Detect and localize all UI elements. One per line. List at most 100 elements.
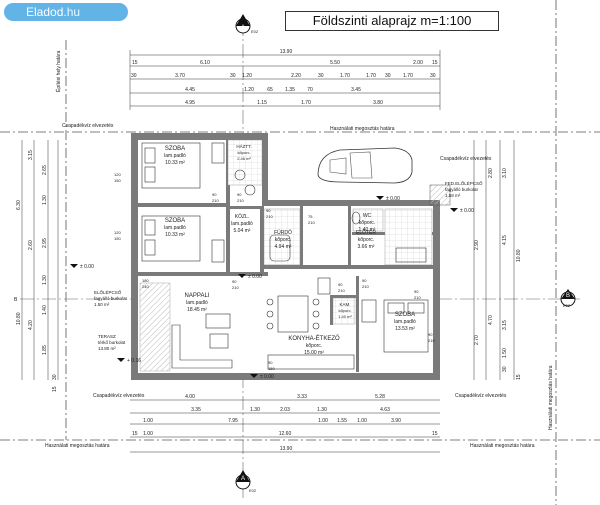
dim-top-r2-10: 30 <box>430 73 436 79</box>
room-7-name: NAPPALI <box>185 293 210 299</box>
room-1-name: SZOBA <box>165 218 185 224</box>
drain-bl: Csapadékvíz elvezetés <box>93 393 145 399</box>
dim-bottom-r2-2: 2.03 <box>280 407 290 413</box>
dim-left-7: 2.95 <box>42 238 48 248</box>
level-b: ± 0.00 <box>80 264 94 270</box>
dim-left-0: 6.30 <box>16 200 22 210</box>
room-labels: SZOBA lam.padló 10.33 m² SZOBA lam.padló… <box>164 143 416 356</box>
dim-top-r2-8: 30 <box>385 73 391 79</box>
dim-right-2: 2.90 <box>474 240 480 250</box>
dim-bottom-r1-2: 5.28 <box>375 394 385 400</box>
dim-right-3: 4.70 <box>488 315 494 325</box>
dim-bottom-r1-0: 4.00 <box>185 394 195 400</box>
dim-top-r3-1: 1.20 <box>244 87 254 93</box>
opening-8: 90 <box>266 208 271 213</box>
dim-left-2: 3.15 <box>28 150 34 160</box>
drain-tl: Csapadékvíz elvezetés <box>62 123 114 129</box>
room-3-name: KÖZL. <box>235 213 249 220</box>
dim-bottom-r3-3: 1.55 <box>337 418 347 424</box>
section-b-right-sub: E02 <box>563 303 571 308</box>
opening-labels: 120 150 120 150 90 210 90 210 90 210 75 … <box>114 172 435 371</box>
section-b-right-letter: B <box>566 293 570 299</box>
fed-title: FED.ELŐLÉPCSŐ <box>445 180 483 186</box>
dim-bottom-r2-4: 4.63 <box>380 407 390 413</box>
dim-left-12: 15 <box>52 386 58 392</box>
top-boundary-label: Használati megosztás határa <box>330 126 395 132</box>
ter-title: TERASZ <box>98 334 116 339</box>
room-4-area: 4.94 m² <box>275 244 292 250</box>
room-10-name: KONYHA-ÉTKEZŐ <box>288 335 340 342</box>
opening-18: 90 <box>362 278 367 283</box>
top-dimension-labels: 13.90 15 6.10 5.50 2.00 15 30 3.70 30 1.… <box>131 49 438 106</box>
opening-10: 75 <box>308 214 313 219</box>
section-marker-b-right: B E02 <box>560 289 576 308</box>
dim-top-r2-1: 3.70 <box>175 73 185 79</box>
opening-24: 90 <box>428 332 433 337</box>
room-3-area: 5.04 m² <box>234 228 251 234</box>
dim-left-1: 10.80 <box>16 312 22 325</box>
opening-23: 150 <box>268 366 275 371</box>
dim-top-r3-5: 3.45 <box>351 87 361 93</box>
dim-bottom-r4-2: 12.60 <box>279 431 292 437</box>
dim-top-r2-6: 1.70 <box>340 73 350 79</box>
level-c: ± 0.00 <box>248 274 262 280</box>
room-2-area: 2.46 m² <box>237 156 251 161</box>
eladod-logo-badge[interactable]: Eladod.hu <box>4 3 128 21</box>
room-8-floor: kőporc. <box>338 308 351 313</box>
section-a-top-sub: E02 <box>251 29 259 34</box>
dim-bottom-overall: 13.90 <box>280 446 293 452</box>
bottom-boundary-right-label: Használati megosztás határa <box>470 443 535 449</box>
section-a-bottom-letter: A <box>241 476 245 482</box>
opening-5: 210 <box>212 198 219 203</box>
fed-area: 1.58 m² <box>445 193 461 198</box>
dim-top-r4-2: 1.70 <box>301 100 311 106</box>
dim-bottom-r3-0: 1.00 <box>143 418 153 424</box>
room-8-name: KAM. <box>339 302 350 307</box>
section-marker-a-bottom: A E02 <box>235 470 257 493</box>
opening-22: 90 <box>268 360 273 365</box>
room-5-area: 1.40 m² <box>359 227 376 233</box>
dim-top-overall: 13.90 <box>280 49 293 55</box>
dim-left-10: 1.85 <box>42 345 48 355</box>
dim-top-r2-4: 2.20 <box>291 73 301 79</box>
opening-7: 210 <box>237 198 244 203</box>
dim-top-r1-1: 6.10 <box>200 60 210 66</box>
dim-left-4: 4.20 <box>28 320 34 330</box>
dim-right-1: 3.10 <box>502 168 508 178</box>
dim-top-r2-9: 1.70 <box>403 73 413 79</box>
dim-bottom-r1-1: 3.33 <box>297 394 307 400</box>
room-3-floor: lam.padló <box>231 221 253 227</box>
section-a-top-letter: A <box>241 25 245 31</box>
room-7-floor: lam.padló <box>186 300 208 306</box>
opening-14: 90 <box>338 282 343 287</box>
opening-19: 210 <box>362 284 369 289</box>
dim-bottom-r3-5: 3.90 <box>391 418 401 424</box>
badge-tld: .hu <box>63 5 81 19</box>
opening-20: 90 <box>414 289 419 294</box>
opening-9: 210 <box>266 214 273 219</box>
dim-top-r2-0: 30 <box>131 73 137 79</box>
section-a-bottom-sub: E02 <box>249 488 257 493</box>
dim-bottom-r2-1: 1.30 <box>250 407 260 413</box>
dim-bottom-r2-0: 3.35 <box>191 407 201 413</box>
opening-15: 210 <box>338 288 345 293</box>
left-dimension-lines <box>21 140 59 380</box>
bottom-boundary-left-label: Használati megosztás határa <box>45 443 110 449</box>
dim-left-11: 30 <box>52 374 58 380</box>
dim-right-10: 15 <box>516 374 522 380</box>
room-10-floor: kőporc. <box>306 343 322 349</box>
room-9-floor: lam.padló <box>394 319 416 325</box>
opening-21: 210 <box>414 295 421 300</box>
drainage-labels: Csapadékvíz elvezetés Csapadékvíz elveze… <box>62 123 507 399</box>
dim-bottom-r4-1: 1.00 <box>143 431 153 437</box>
dim-top-r3-0: 4.45 <box>185 87 195 93</box>
level-e: + 0.16 <box>127 358 141 364</box>
dim-top-r3-3: 1.35 <box>285 87 295 93</box>
ter-area: 13.80 m² <box>98 346 116 351</box>
section-marker-b-left: B <box>14 297 18 303</box>
room-9-area: 13.53 m² <box>395 326 415 332</box>
room-2-name: HÁZTT. <box>236 143 251 149</box>
room-0-area: 10.33 m² <box>165 160 185 166</box>
drain-br: Csapadékvíz elvezetés <box>455 393 507 399</box>
